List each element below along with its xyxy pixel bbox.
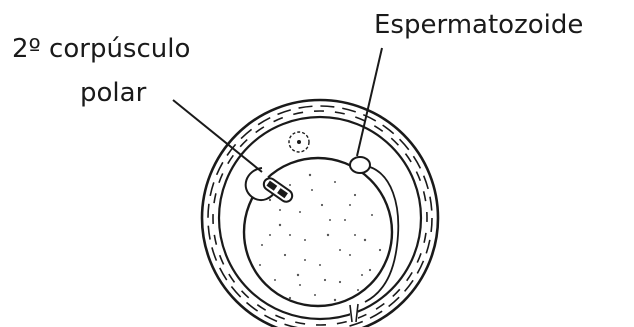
sperm-head xyxy=(350,157,370,173)
pronucleus xyxy=(289,132,309,152)
zona-gap xyxy=(350,304,358,322)
spermatozoon-pointer xyxy=(357,48,382,156)
